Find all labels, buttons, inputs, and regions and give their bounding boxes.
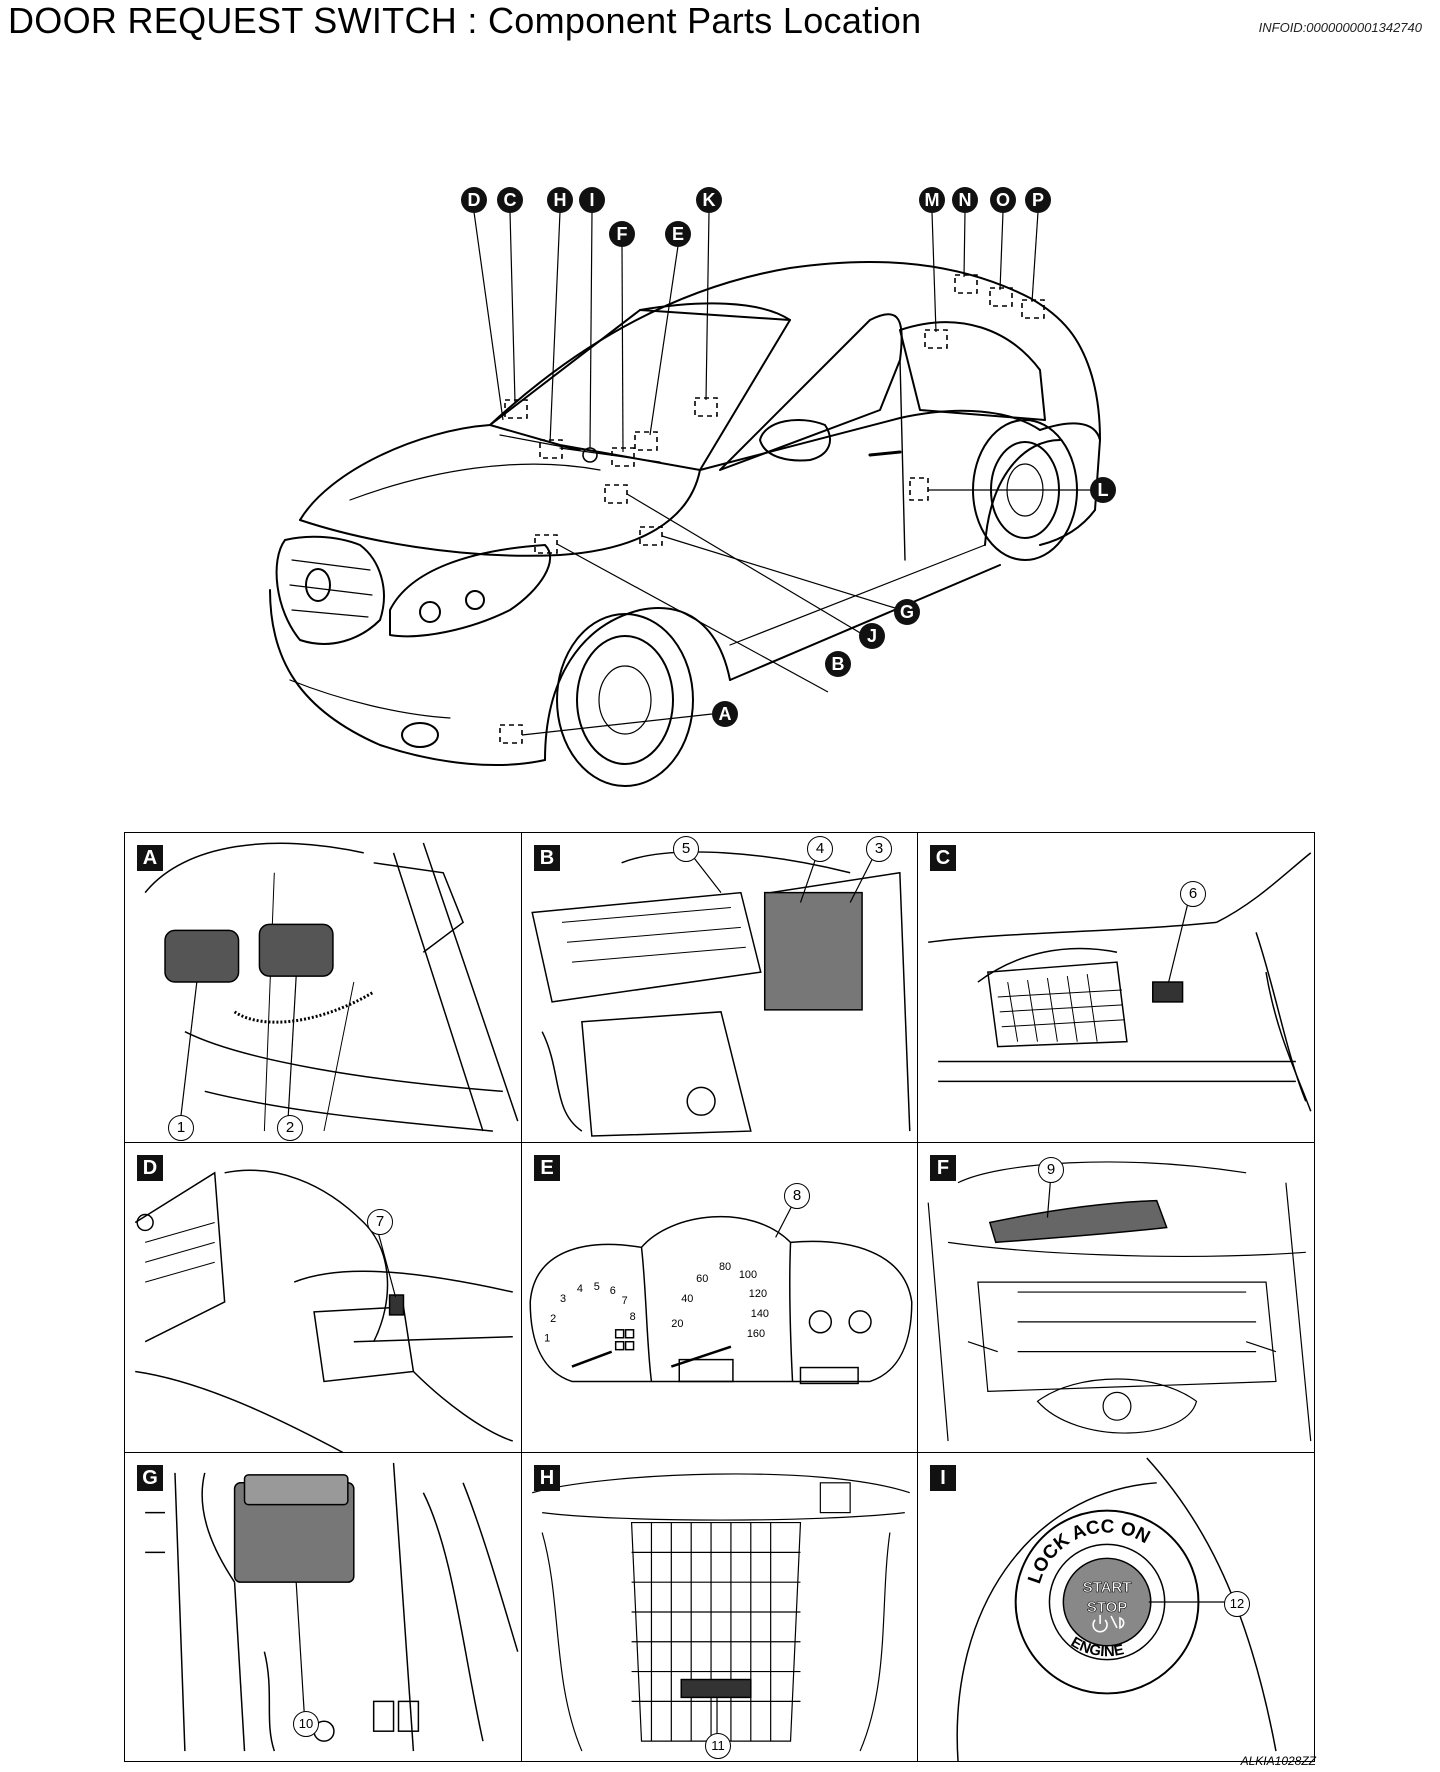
callout-G: G xyxy=(894,599,920,625)
callout-C-label: C xyxy=(504,190,517,210)
callout-K: K xyxy=(696,187,722,213)
speed-scale-20: 20 xyxy=(671,1318,683,1330)
tacho-scale-8: 8 xyxy=(630,1311,636,1323)
callout-D-label: D xyxy=(468,190,481,210)
callout-C: C xyxy=(497,187,523,213)
tacho-scale-4: 4 xyxy=(577,1283,583,1295)
callout-G-label: G xyxy=(900,602,914,622)
part-number-10: 10 xyxy=(293,1711,319,1737)
panel-F-label: F xyxy=(930,1155,956,1181)
callout-K-label: K xyxy=(703,190,716,210)
ignition-start-label: START xyxy=(1083,1580,1132,1596)
callout-M: M xyxy=(919,187,945,213)
callout-F: F xyxy=(609,221,635,247)
panel-F-illustration xyxy=(927,1161,1312,1442)
info-id: INFOID:0000000001342740 xyxy=(1258,20,1422,35)
panel-C-label: C xyxy=(930,845,956,871)
speed-scale-60: 60 xyxy=(696,1273,708,1285)
callout-L: L xyxy=(1090,477,1116,503)
part-number-4: 4 xyxy=(807,836,833,862)
callout-P: P xyxy=(1025,187,1051,213)
callout-A: A xyxy=(712,701,738,727)
part-number-12: 12 xyxy=(1224,1591,1250,1617)
tacho-scale-7: 7 xyxy=(622,1295,628,1307)
part-number-9: 9 xyxy=(1038,1157,1064,1183)
callout-E: E xyxy=(665,221,691,247)
callout-M-label: M xyxy=(925,190,940,210)
callout-H: H xyxy=(547,187,573,213)
callout-E-label: E xyxy=(672,224,684,244)
part-number-7: 7 xyxy=(367,1209,393,1235)
part-number-3: 3 xyxy=(866,836,892,862)
power-icon xyxy=(1092,1614,1125,1633)
page-title: DOOR REQUEST SWITCH : Component Parts Lo… xyxy=(8,0,922,41)
panel-E: 1 2 3 4 5 6 7 8 20 40 60 80 100 120 140 … xyxy=(521,1142,919,1454)
panel-I-label: I xyxy=(930,1465,956,1491)
callout-B-label: B xyxy=(832,654,845,674)
speed-scale-140: 140 xyxy=(751,1308,769,1320)
panel-I-illustration: LOCK ACC ON ENGINE START STOP xyxy=(956,1457,1277,1761)
panel-B-illustration xyxy=(531,847,911,1137)
part-number-8: 8 xyxy=(784,1183,810,1209)
detail-panel-grid: A 1 2 B 5 4 3 xyxy=(124,832,1315,1762)
figure-code: ALKIA1028ZZ xyxy=(1240,1754,1316,1768)
callout-N-label: N xyxy=(959,190,972,210)
callout-O: O xyxy=(990,187,1016,213)
panel-B: B 5 4 3 xyxy=(521,832,919,1144)
vehicle-overview-diagram: D C H I F E K M N O P L G J B A xyxy=(269,187,1116,787)
panel-H-illustration xyxy=(532,1473,910,1752)
tacho-scale-3: 3 xyxy=(560,1293,566,1305)
panel-G-label: G xyxy=(137,1465,163,1491)
callout-B: B xyxy=(825,651,851,677)
callout-J-label: J xyxy=(867,626,877,646)
panel-F: F 9 xyxy=(917,1142,1315,1454)
panel-A: A 1 2 xyxy=(124,832,523,1144)
callout-I: I xyxy=(579,187,605,213)
tacho-scale-1: 1 xyxy=(544,1333,550,1345)
tacho-scale-6: 6 xyxy=(610,1285,616,1297)
panel-I: LOCK ACC ON ENGINE START STOP I 12 xyxy=(917,1452,1315,1762)
part-number-2: 2 xyxy=(277,1115,303,1141)
callout-D: D xyxy=(461,187,487,213)
callout-A-label: A xyxy=(719,704,732,724)
tacho-scale-2: 2 xyxy=(550,1313,556,1325)
panel-H-label: H xyxy=(534,1465,560,1491)
callout-J: J xyxy=(859,623,885,649)
ignition-stop-label: STOP xyxy=(1087,1600,1127,1616)
callout-P-label: P xyxy=(1032,190,1044,210)
panel-D-illustration xyxy=(134,1169,514,1453)
panel-C: C 6 xyxy=(917,832,1315,1144)
panel-G-illustration xyxy=(145,1462,519,1752)
panel-E-illustration: 1 2 3 4 5 6 7 8 20 40 60 80 100 120 140 … xyxy=(529,1204,913,1385)
callout-O-label: O xyxy=(996,190,1010,210)
panel-G: G 10 xyxy=(124,1452,523,1762)
part-number-6: 6 xyxy=(1180,881,1206,907)
tacho-scale-5: 5 xyxy=(594,1281,600,1293)
panel-A-label: A xyxy=(137,845,163,871)
callout-N: N xyxy=(952,187,978,213)
speed-scale-100: 100 xyxy=(739,1269,757,1281)
panel-E-label: E xyxy=(534,1155,560,1181)
part-number-5: 5 xyxy=(673,836,699,862)
speed-scale-80: 80 xyxy=(719,1261,731,1273)
part-number-11: 11 xyxy=(705,1733,731,1759)
panel-C-illustration xyxy=(928,852,1312,1112)
panel-D-label: D xyxy=(137,1155,163,1181)
callout-L-label: L xyxy=(1098,480,1109,500)
callout-I-label: I xyxy=(589,190,594,210)
panel-A-illustration xyxy=(144,842,519,1132)
speed-scale-120: 120 xyxy=(749,1288,767,1300)
speed-scale-160: 160 xyxy=(747,1328,765,1340)
part-number-1: 1 xyxy=(168,1115,194,1141)
panel-H: H 11 xyxy=(521,1452,919,1762)
callout-H-label: H xyxy=(554,190,567,210)
panel-B-label: B xyxy=(534,845,560,871)
speed-scale-40: 40 xyxy=(681,1293,693,1305)
panel-D: D 7 xyxy=(124,1142,523,1454)
callout-F-label: F xyxy=(617,224,628,244)
